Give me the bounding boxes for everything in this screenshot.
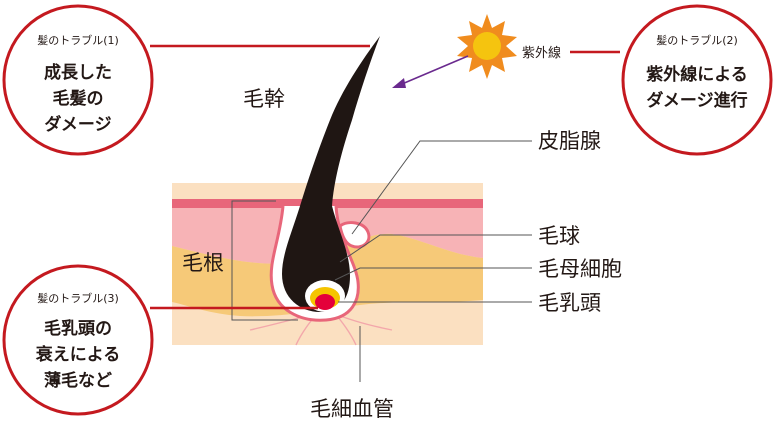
callout-1-line-2: 毛髪の — [53, 88, 104, 109]
label-hair-root: 毛根 — [182, 251, 224, 275]
callout-2: 髪のトラブル(2) 紫外線による ダメージ進行 — [623, 6, 771, 154]
callout-3: 髪のトラブル(3) 毛乳頭の 衰えによる 薄毛など — [4, 266, 152, 414]
callout-1-line-3: ダメージ — [44, 114, 111, 135]
sun-core — [473, 32, 501, 60]
callout-3-circle — [4, 266, 152, 414]
callout-3-line-3: 薄毛など — [44, 370, 112, 391]
callout-3-tag: 髪のトラブル(3) — [37, 291, 119, 305]
label-dermal-papilla: 毛乳頭 — [538, 291, 601, 315]
label-capillary: 毛細血管 — [310, 397, 394, 421]
callout-1-tag: 髪のトラブル(1) — [37, 33, 119, 47]
callout-2-line-1: 紫外線による — [646, 64, 748, 85]
uv-arrow-line — [402, 56, 468, 84]
callout-3-line-1: 毛乳頭の — [44, 318, 112, 339]
label-hair-matrix-cells: 毛母細胞 — [538, 257, 622, 281]
label-sebaceous-gland: 皮脂腺 — [538, 129, 601, 153]
sun-icon — [457, 14, 517, 79]
label-hair-bulb: 毛球 — [538, 224, 580, 248]
callout-3-line-2: 衰えによる — [35, 344, 121, 365]
uv-arrow-icon — [392, 56, 468, 88]
label-uv: 紫外線 — [522, 45, 561, 61]
callout-2-tag: 髪のトラブル(2) — [656, 33, 738, 47]
callout-1-line-1: 成長した — [44, 62, 112, 83]
label-hair-shaft: 毛幹 — [243, 87, 285, 111]
uv-arrow-head — [392, 78, 406, 88]
callout-2-line-2: ダメージ進行 — [646, 90, 747, 111]
callout-1: 髪のトラブル(1) 成長した 毛髪の ダメージ — [4, 6, 152, 154]
